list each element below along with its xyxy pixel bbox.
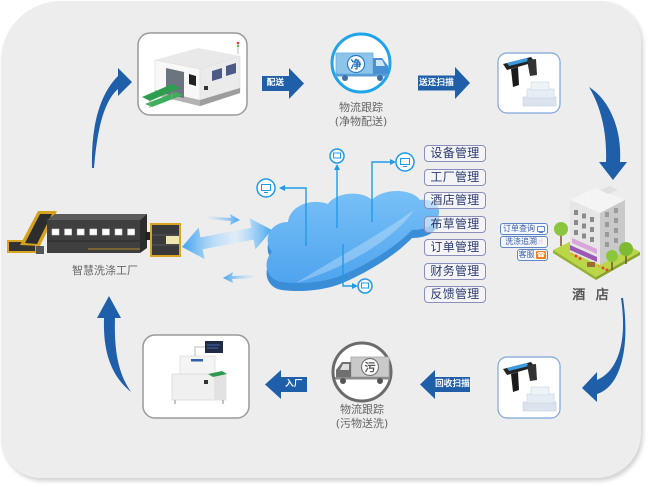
cloud-platform-icon — [266, 191, 440, 292]
hotel-building-image — [553, 186, 640, 280]
monitor-icon — [400, 158, 410, 165]
recycle-scan-label: 回收扫描 — [435, 379, 470, 389]
clean-logistics-caption: 物流跟踪 (净物配送) — [316, 101, 406, 129]
cycle-arrow-up-icon — [97, 296, 131, 392]
factory-label: 智慧洗涤工厂 — [72, 264, 138, 277]
clean-logistics-title: 物流跟踪 — [339, 101, 383, 114]
factory-cloud-double-arrow-icon — [182, 218, 272, 259]
enter-factory-label: 入厂 — [285, 379, 303, 389]
module-order: 订单管理 — [424, 239, 486, 256]
dirty-badge-text: 污 — [365, 360, 376, 374]
dirty-logistics-title: 物流跟踪 — [340, 403, 384, 416]
monitor-icon — [333, 152, 341, 159]
cycle-arrow-down-left-icon — [582, 298, 626, 402]
hotel-service-wash-trace: 洗涤追溯 ☝ — [500, 236, 548, 248]
dirty-logistics-truck-icon: 污 — [331, 341, 393, 403]
cloud-link-endpoint-4 — [342, 244, 373, 294]
deliver-arrow-icon — [262, 68, 304, 99]
module-hotel: 酒店管理 — [424, 192, 486, 209]
cycle-arrow-up-right-icon — [91, 68, 132, 168]
module-equipment: 设备管理 — [424, 145, 486, 162]
download-small-arrow-icon — [223, 272, 256, 283]
sorting-machine-image — [142, 334, 250, 419]
dirty-logistics-subtitle: (污物送洗) — [335, 417, 389, 430]
cloud-link-endpoint-2 — [329, 148, 345, 228]
module-feedback: 反馈管理 — [424, 286, 486, 303]
monitor-icon — [361, 282, 369, 289]
module-factory: 工厂管理 — [424, 168, 486, 186]
enter-factory-arrow-icon — [265, 370, 307, 399]
touch-icon: ☝ — [538, 237, 543, 246]
return-scan-label: 送还扫描 — [419, 77, 454, 88]
upload-small-arrow-icon — [206, 214, 240, 225]
clean-badge-text: 净 — [351, 57, 362, 71]
hotel-service-label: 洗涤追溯 — [505, 237, 538, 246]
clean-logistics-subtitle: (净物配送) — [334, 115, 388, 128]
phone-icon: ☎ — [535, 251, 547, 259]
cycle-arrow-down-icon — [589, 87, 627, 180]
laundry-factory-image — [7, 211, 181, 257]
cloud-link-endpoint-3 — [371, 152, 415, 222]
delivery-scanner-image — [497, 52, 561, 114]
dirty-logistics-caption: 物流跟踪 (污物送洗) — [317, 403, 407, 431]
hotel-service-label: 客服 — [518, 250, 535, 259]
clean-logistics-truck-icon: 净 — [330, 32, 392, 94]
recycle-scan-arrow-icon — [420, 370, 470, 399]
return-scan-arrow-icon — [418, 67, 470, 99]
hotel-service-customer-support: 客服 ☎ — [517, 249, 548, 261]
deliver-label: 配送 — [266, 78, 285, 88]
monitor-icon — [537, 226, 545, 233]
cloud-link-endpoint-1 — [256, 178, 307, 246]
recycle-scanner-image — [497, 356, 561, 419]
hotel-service-order-query: 订单查询 — [500, 223, 548, 235]
folding-machine-image — [137, 32, 248, 116]
module-linen: 布草管理 — [424, 215, 486, 233]
module-finance: 财务管理 — [424, 262, 486, 280]
hotel-service-label: 订单查询 — [503, 224, 535, 233]
monitor-icon — [261, 184, 271, 191]
hotel-label: 酒 店 — [572, 288, 612, 303]
management-module-list: 设备管理 工厂管理 酒店管理 布草管理 订单管理 财务管理 反馈管理 — [424, 145, 486, 303]
